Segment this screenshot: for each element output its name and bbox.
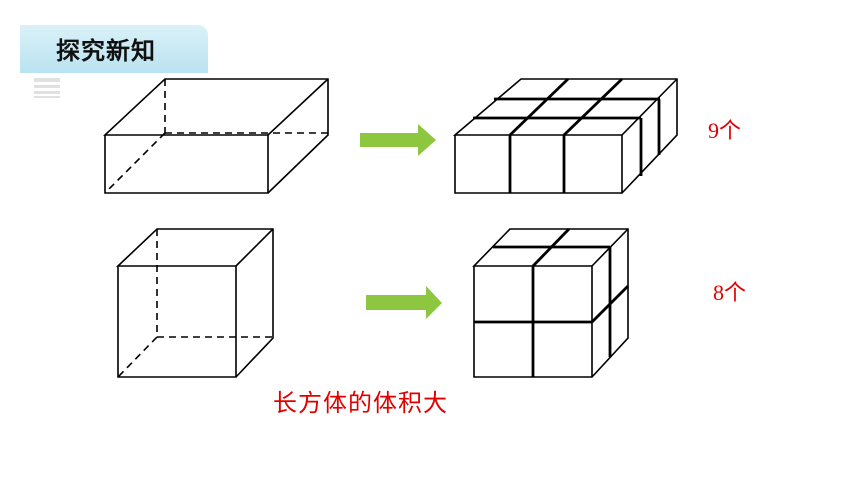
section-header-tab <box>20 25 208 73</box>
cube-eight-cubes <box>472 228 629 378</box>
count-label-eight: 8个 <box>713 280 747 305</box>
right-arrow-icon <box>366 286 442 319</box>
cube-outline-bottom-left <box>115 228 274 378</box>
conclusion-text: 长方体的体积大 <box>273 389 448 417</box>
cuboid-outline-top-left <box>102 78 329 194</box>
right-arrow-icon <box>360 124 436 156</box>
section-title: 探究新知 <box>56 37 156 65</box>
watermark-logo <box>34 78 60 98</box>
cuboid-nine-cubes <box>452 77 678 194</box>
count-label-nine: 9个 <box>708 118 742 143</box>
